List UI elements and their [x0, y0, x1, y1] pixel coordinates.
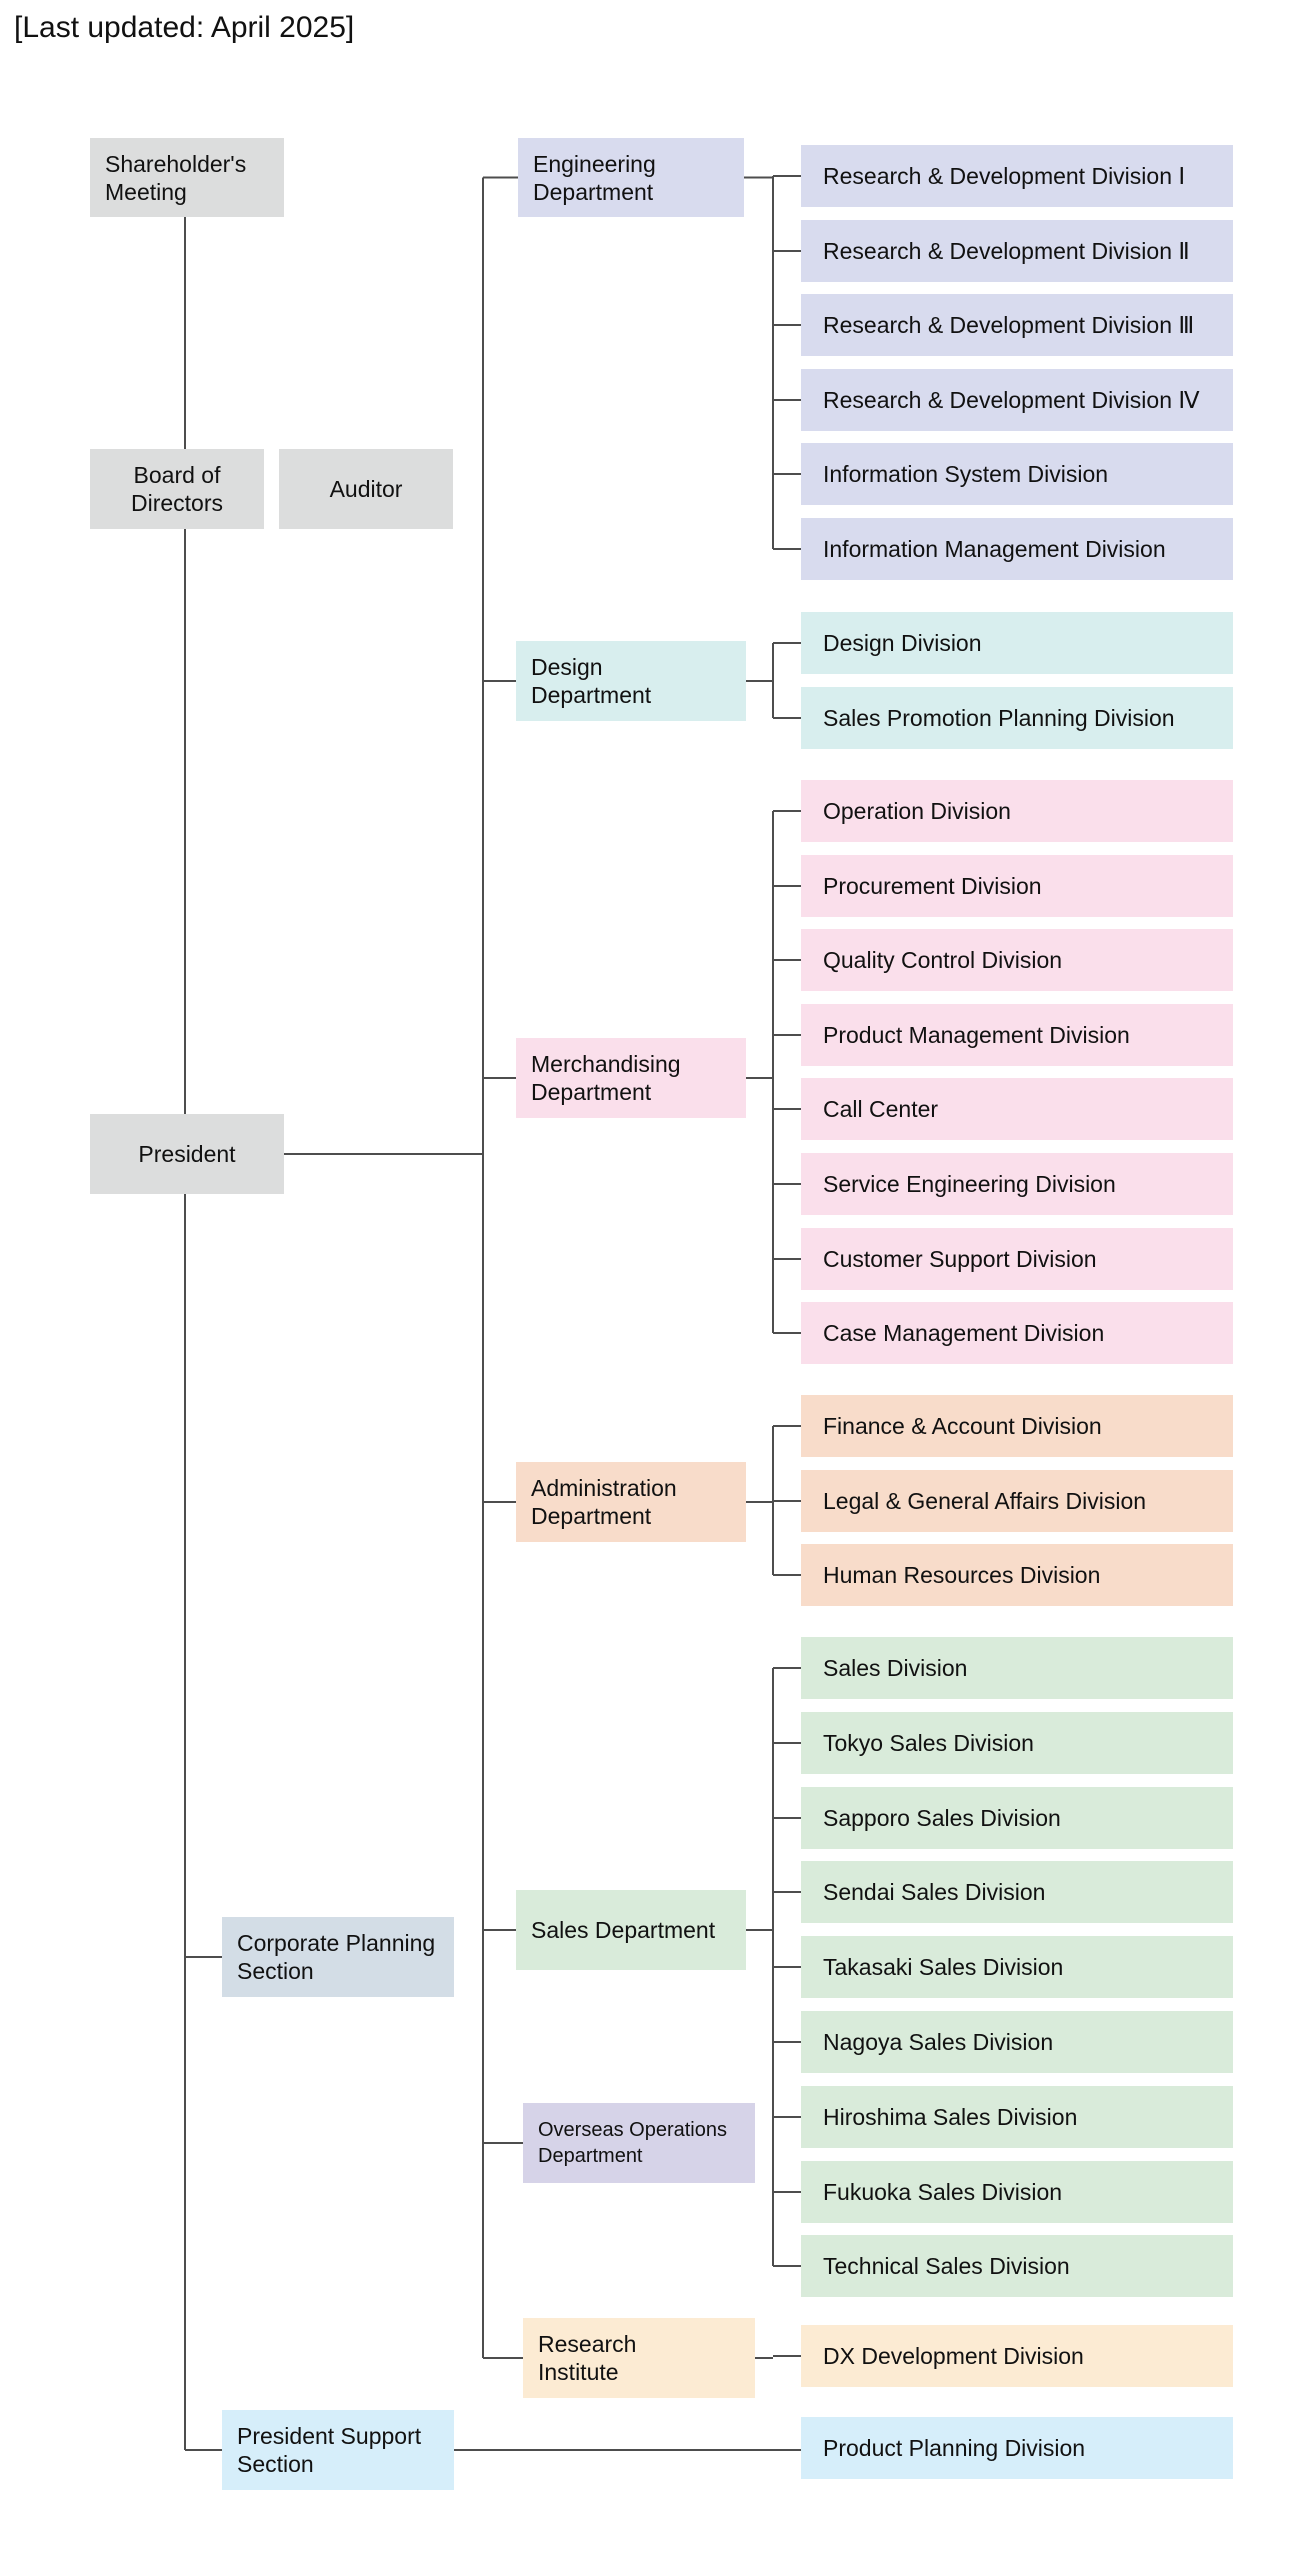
division-box: Information Management Division — [801, 518, 1233, 580]
division-box: Service Engineering Division — [801, 1153, 1233, 1215]
division-box: Research & Development Division Ⅰ — [801, 145, 1233, 207]
division-box: Case Management Division — [801, 1302, 1233, 1364]
division-box: Customer Support Division — [801, 1228, 1233, 1290]
design-department-box: Design Department — [516, 641, 746, 721]
merchandising-department-box: Merchandising Department — [516, 1038, 746, 1118]
division-box: Finance & Account Division — [801, 1395, 1233, 1457]
division-box: Human Resources Division — [801, 1544, 1233, 1606]
division-box: Product Planning Division — [801, 2417, 1233, 2479]
auditor-box: Auditor — [279, 449, 453, 529]
administration-department-box: Administration Department — [516, 1462, 746, 1542]
president-support-section-box: President Support Section — [222, 2410, 454, 2490]
division-box: Quality Control Division — [801, 929, 1233, 991]
last-updated-label: [Last updated: April 2025] — [14, 11, 355, 44]
division-box: Design Division — [801, 612, 1233, 674]
division-box: Takasaki Sales Division — [801, 1936, 1233, 1998]
division-box: Operation Division — [801, 780, 1233, 842]
shareholders-meeting-box: Shareholder's Meeting — [90, 138, 284, 217]
research-institute-box: Research Institute — [523, 2318, 755, 2398]
division-box: Nagoya Sales Division — [801, 2011, 1233, 2073]
corporate-planning-section-box: Corporate Planning Section — [222, 1917, 454, 1997]
division-box: Sales Promotion Planning Division — [801, 687, 1233, 749]
division-box: Fukuoka Sales Division — [801, 2161, 1233, 2223]
division-box: Tokyo Sales Division — [801, 1712, 1233, 1774]
president-box: President — [90, 1114, 284, 1194]
overseas-operations-department-box: Overseas Operations Department — [523, 2103, 755, 2183]
division-box: Research & Development Division Ⅳ — [801, 369, 1233, 431]
division-box: Research & Development Division Ⅱ — [801, 220, 1233, 282]
division-box: Procurement Division — [801, 855, 1233, 917]
division-box: Technical Sales Division — [801, 2235, 1233, 2297]
engineering-department-box: Engineering Department — [518, 138, 744, 217]
division-box: Hiroshima Sales Division — [801, 2086, 1233, 2148]
sales-department-box: Sales Department — [516, 1890, 746, 1970]
division-box: Sendai Sales Division — [801, 1861, 1233, 1923]
division-box: Product Management Division — [801, 1004, 1233, 1066]
division-box: Sapporo Sales Division — [801, 1787, 1233, 1849]
division-box: Call Center — [801, 1078, 1233, 1140]
division-box: Research & Development Division Ⅲ — [801, 294, 1233, 356]
division-box: Legal & General Affairs Division — [801, 1470, 1233, 1532]
board-of-directors-box: Board of Directors — [90, 449, 264, 529]
division-box: Sales Division — [801, 1637, 1233, 1699]
division-box: Information System Division — [801, 443, 1233, 505]
division-box: DX Development Division — [801, 2325, 1233, 2387]
